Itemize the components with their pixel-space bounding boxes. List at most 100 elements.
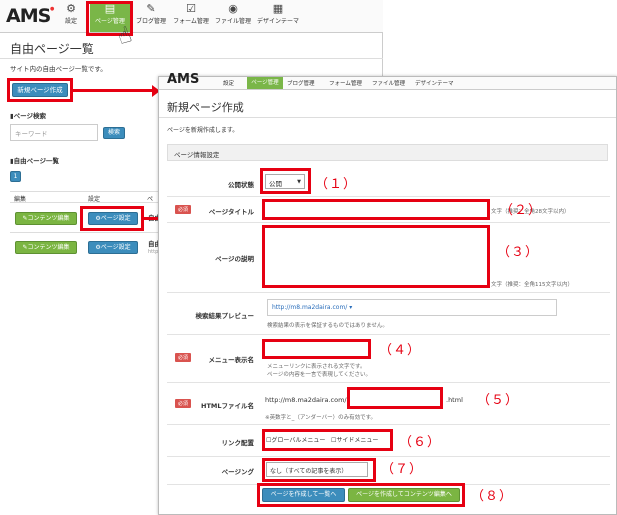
panel-nav-settings[interactable]: 設定 bbox=[223, 81, 235, 87]
required-badge: 必須 bbox=[175, 353, 192, 362]
top-nav-bar: AMS ● ⚙設定 ▤ページ管理 ✎ブログ管理 ☑フォーム管理 ◉ファイル管理 … bbox=[0, 0, 383, 33]
panel-nav-design[interactable]: デザインテーマ bbox=[415, 81, 454, 87]
panel-logo: AMS bbox=[167, 72, 200, 87]
panel-nav-form[interactable]: フォーム管理 bbox=[329, 81, 362, 87]
paging-label: ページング bbox=[221, 468, 254, 476]
pagination-1[interactable]: 1 bbox=[10, 171, 21, 182]
nav-file[interactable]: ◉ファイル管理 bbox=[212, 2, 254, 32]
checkbox-icon: ☑ bbox=[186, 2, 196, 15]
ams-logo: AMS bbox=[6, 5, 51, 27]
divider bbox=[159, 117, 616, 118]
link-placement-box bbox=[262, 429, 393, 451]
content-edit-button[interactable]: ✎コンテンツ編集 bbox=[15, 212, 77, 225]
row-paging: ページング なし（すべての記事を表示） （７） bbox=[167, 457, 610, 485]
camera-icon: ◉ bbox=[228, 2, 238, 15]
nav-settings[interactable]: ⚙設定 bbox=[58, 2, 84, 32]
gear-icon: ⚙ bbox=[66, 2, 76, 15]
new-page-panel: AMS 設定 ページ管理 ブログ管理 フォーム管理 ファイル管理 デザインテーマ… bbox=[158, 72, 617, 515]
panel-nav-bar: AMS 設定 ページ管理 ブログ管理 フォーム管理 ファイル管理 デザインテーマ bbox=[159, 72, 616, 90]
nav-design[interactable]: ▦デザインテーマ bbox=[254, 2, 302, 32]
list-section-title: ▮自由ページ一覧 bbox=[10, 157, 59, 165]
divider bbox=[10, 232, 160, 233]
html-note: ※英数字と_（アンダーバー）のみ有効です。 bbox=[265, 415, 377, 421]
menu-note-2: ページの内容を一言で表現してください。 bbox=[267, 372, 372, 378]
highlight-new-page bbox=[7, 78, 73, 102]
side-menu-checkbox[interactable]: ☐サイドメニュー bbox=[331, 437, 379, 444]
page-title-label: ページタイトル bbox=[208, 208, 254, 216]
highlight-nav bbox=[86, 1, 133, 36]
required-badge: 必須 bbox=[175, 399, 192, 408]
step-number-2: （２） bbox=[500, 203, 543, 218]
description-textarea[interactable] bbox=[262, 225, 490, 288]
menu-note-1: メニューリンクに表示される文字です。 bbox=[267, 364, 366, 370]
page-subtitle: サイト内の自由ページ一覧です。 bbox=[10, 65, 107, 73]
nav-page-management[interactable]: ▤ページ管理 bbox=[90, 2, 130, 32]
logo-mark: ● bbox=[50, 6, 55, 12]
menu-name-input[interactable] bbox=[262, 339, 371, 359]
step-number-7: （７） bbox=[381, 462, 424, 477]
new-page-button[interactable]: 新規ページ作成 bbox=[12, 83, 68, 97]
highlight-8 bbox=[257, 483, 465, 507]
highlight-page-settings bbox=[80, 206, 144, 231]
preview-box: http://m8.ma2daira.com/ ▾ bbox=[267, 299, 557, 316]
row-description: ページの説明 文字（推奨：全角115文字以内） （３） bbox=[167, 223, 610, 293]
page-title: 自由ページ一覧 bbox=[10, 42, 94, 56]
panel-title: 新規ページ作成 bbox=[167, 101, 244, 114]
row-html-filename: 必須 HTMLファイル名 http://m8.ma2daira.com/ .ht… bbox=[167, 383, 610, 425]
arrow-to-panel bbox=[73, 89, 153, 92]
search-button[interactable]: 検索 bbox=[103, 127, 125, 139]
paging-select[interactable]: なし（すべての記事を表示） bbox=[266, 462, 368, 477]
divider bbox=[0, 58, 383, 59]
page-settings-button[interactable]: ⚙ページ設定 bbox=[88, 212, 138, 225]
row-link-placement: リンク配置 ☐グローバルメニュー ☐サイドメニュー （６） bbox=[167, 425, 610, 457]
step-number-3: （３） bbox=[497, 245, 540, 260]
nav-form[interactable]: ☑フォーム管理 bbox=[170, 2, 212, 32]
panel-nav-blog[interactable]: ブログ管理 bbox=[287, 81, 315, 87]
step-number-5: （５） bbox=[477, 393, 520, 408]
step-number-6: （６） bbox=[399, 435, 442, 450]
description-note: 文字（推奨：全角115文字以内） bbox=[491, 282, 573, 288]
menu-name-label: メニュー表示名 bbox=[208, 356, 255, 364]
theme-icon: ▦ bbox=[272, 2, 284, 15]
row-status: 公開状態 公開 ▼ （１） bbox=[167, 167, 610, 197]
highlight-1 bbox=[260, 168, 311, 194]
keyword-input[interactable]: キーワード bbox=[10, 124, 98, 141]
html-suffix: .html bbox=[446, 396, 463, 404]
html-prefix: http://m8.ma2daira.com/ bbox=[265, 396, 347, 404]
global-menu-checkbox[interactable]: ☐グローバルメニュー bbox=[266, 437, 326, 444]
required-badge: 必須 bbox=[175, 205, 192, 214]
preview-note: 検索結果の表示を保証するものではありません。 bbox=[267, 323, 388, 329]
html-filename-label: HTMLファイル名 bbox=[201, 402, 254, 410]
link-placement-label: リンク配置 bbox=[221, 439, 255, 447]
row-page-title: 必須 ページタイトル 文字（推奨：全角28文字以内） （２） bbox=[167, 197, 610, 223]
row-preview: 検索結果プレビュー http://m8.ma2daira.com/ ▾ 検索結果… bbox=[167, 293, 610, 335]
panel-nav-page[interactable]: ページ管理 bbox=[247, 77, 283, 89]
caret-down-icon: ▼ bbox=[297, 179, 301, 185]
create-and-list-button[interactable]: ページを作成して一覧へ bbox=[262, 488, 345, 502]
description-label: ページの説明 bbox=[215, 255, 254, 263]
panel-subtitle: ページを新規作成します。 bbox=[167, 127, 239, 134]
page-title-note: 文字（推奨：全角28文字以内） bbox=[491, 209, 570, 215]
status-select[interactable]: 公開 ▼ bbox=[265, 174, 305, 189]
section-header: ページ情報設定 bbox=[167, 144, 608, 161]
row-menu-name: 必須 メニュー表示名 メニューリンクに表示される文字です。 ページの内容を一言で… bbox=[167, 335, 610, 383]
page-settings-button-2[interactable]: ⚙ページ設定 bbox=[88, 241, 138, 254]
step-number-4: （４） bbox=[379, 343, 422, 358]
content-edit-button-2[interactable]: ✎コンテンツ編集 bbox=[15, 241, 77, 254]
pen-icon: ✎ bbox=[146, 2, 156, 15]
row-fragment: 自由 bbox=[148, 240, 161, 248]
nav-blog[interactable]: ✎ブログ管理 bbox=[132, 2, 170, 32]
create-and-edit-button[interactable]: ページを作成してコンテンツ編集へ bbox=[348, 488, 460, 502]
step-number-8: （８） bbox=[471, 489, 514, 504]
page-icon: ▤ bbox=[104, 2, 116, 15]
preview-label: 検索結果プレビュー bbox=[195, 312, 255, 320]
page-title-input[interactable] bbox=[262, 199, 490, 220]
html-filename-input[interactable] bbox=[347, 387, 443, 409]
panel-nav-file[interactable]: ファイル管理 bbox=[372, 81, 406, 87]
arrow-head-icon bbox=[152, 85, 160, 97]
step-number-1: （１） bbox=[315, 177, 358, 192]
list-header: 編集 設定 ペ bbox=[10, 191, 160, 203]
status-label: 公開状態 bbox=[228, 181, 254, 189]
highlight-7 bbox=[262, 458, 376, 482]
row-url-fragment: http bbox=[148, 249, 159, 255]
